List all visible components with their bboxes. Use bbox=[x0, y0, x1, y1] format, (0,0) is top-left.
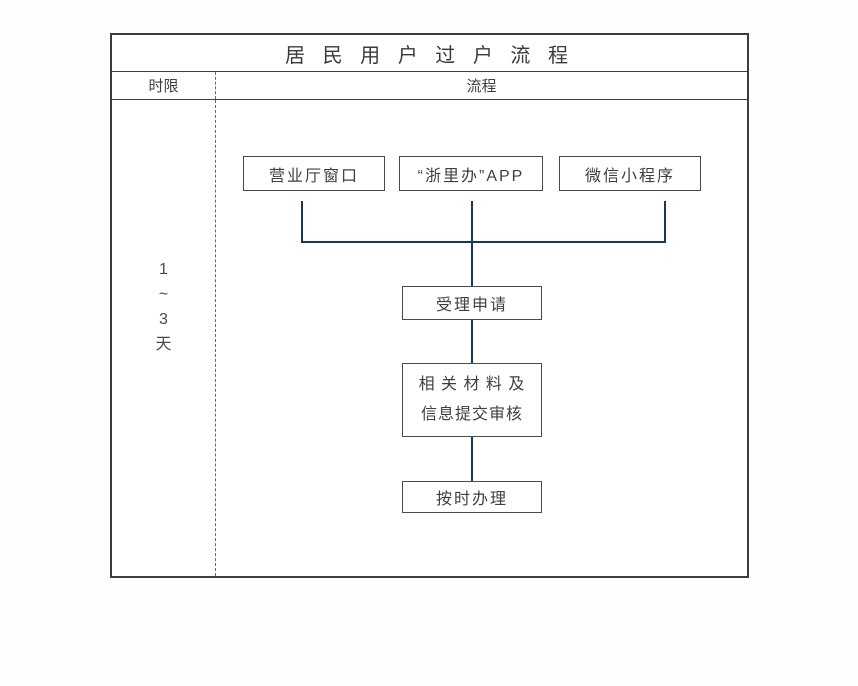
connector-line bbox=[301, 241, 666, 243]
flow-node-wechat-miniprogram: 微信小程序 bbox=[559, 156, 701, 191]
connector-line bbox=[301, 201, 303, 243]
flow-node-accept-application: 受理申请 bbox=[402, 286, 542, 320]
time-limit-column: 1 ~ 3 天 bbox=[112, 100, 216, 576]
flow-node-label: 营业厅窗口 bbox=[268, 167, 359, 185]
flow-node-label: 按时办理 bbox=[435, 491, 508, 508]
time-limit-value: 1 ~ 3 天 bbox=[112, 257, 215, 357]
flow-node-label: 信息提交审核 bbox=[420, 406, 523, 423]
header-time-limit-label: 时限 bbox=[148, 78, 179, 95]
body-row: 1 ~ 3 天 营业厅窗口 “浙里办”APP 微信小程序 bbox=[112, 100, 747, 576]
flow-node-label: 相 关 材 料 及 bbox=[418, 376, 526, 393]
header-cell-time-limit: 时限 bbox=[112, 72, 216, 99]
time-limit-line: ~ bbox=[158, 286, 169, 303]
flow-node-business-hall: 营业厅窗口 bbox=[243, 156, 385, 191]
time-limit-line: 天 bbox=[155, 336, 172, 353]
connector-line bbox=[664, 201, 666, 243]
flow-node-label: 受理申请 bbox=[435, 297, 508, 314]
title-row: 居 民 用 户 过 户 流 程 bbox=[112, 35, 747, 72]
connector-line bbox=[471, 320, 473, 363]
flow-column: 营业厅窗口 “浙里办”APP 微信小程序 受理申请 相 关 材 料 及 bbox=[216, 100, 747, 576]
header-process-label: 流程 bbox=[466, 78, 497, 95]
connector-line bbox=[471, 201, 473, 286]
flow-node-label: 微信小程序 bbox=[584, 167, 675, 185]
page-title: 居 民 用 户 过 户 流 程 bbox=[285, 44, 574, 67]
header-row: 时限 流程 bbox=[112, 72, 747, 100]
flow-node-label: “浙里办”APP bbox=[417, 167, 525, 185]
header-cell-process: 流程 bbox=[216, 72, 747, 99]
time-limit-line: 1 bbox=[159, 261, 168, 278]
process-table: 居 民 用 户 过 户 流 程 时限 流程 1 ~ 3 天 营业厅 bbox=[110, 33, 749, 578]
flow-node-zheliban-app: “浙里办”APP bbox=[399, 156, 543, 191]
time-limit-line: 3 bbox=[159, 311, 168, 328]
flow-node-materials-review: 相 关 材 料 及 信息提交审核 bbox=[402, 363, 542, 437]
flow-node-handle-on-time: 按时办理 bbox=[402, 481, 542, 513]
connector-line bbox=[471, 437, 473, 481]
